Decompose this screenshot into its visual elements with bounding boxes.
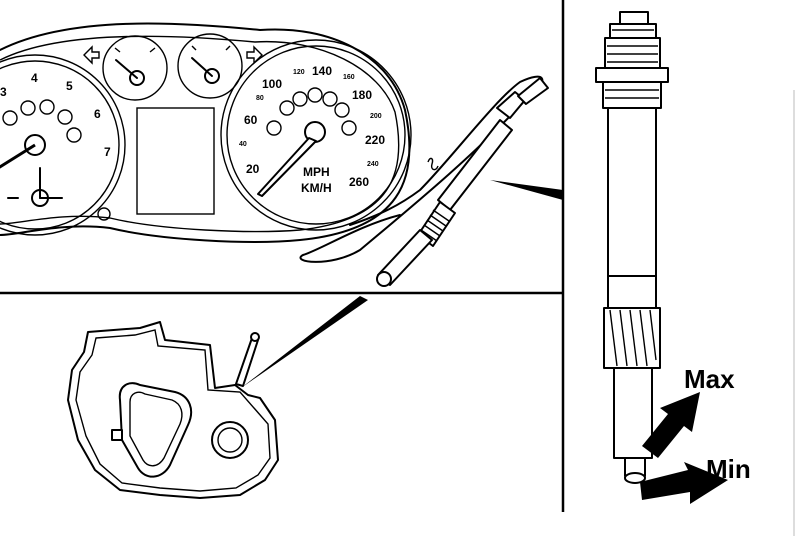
speedo-label-220: 220 bbox=[365, 133, 385, 147]
speedo-drive-pinion-small bbox=[235, 337, 259, 387]
tach-label-5: 5 bbox=[66, 79, 73, 93]
drive-pinion-magnified bbox=[595, 11, 669, 484]
speedo-unit-kmh: KM/H bbox=[301, 181, 332, 195]
left-turn-arrow-icon bbox=[83, 45, 100, 65]
transmission-housing bbox=[67, 321, 279, 499]
speedo-needle bbox=[257, 137, 317, 197]
speedo-label-60: 60 bbox=[244, 113, 258, 127]
speedo-label-180: 180 bbox=[352, 88, 372, 102]
speedometer-cable bbox=[299, 75, 544, 263]
right-turn-arrow-icon bbox=[246, 45, 263, 65]
speedo-label-100: 100 bbox=[262, 77, 282, 91]
trip-reset-knob bbox=[97, 207, 111, 221]
output-seal bbox=[211, 421, 249, 459]
speedo-label-260: 260 bbox=[349, 175, 369, 189]
tach-label-4: 4 bbox=[31, 71, 38, 85]
tach-label-3: 3 bbox=[0, 85, 7, 99]
max-label: Max bbox=[684, 364, 735, 394]
speedo-label-40: 40 bbox=[239, 141, 247, 148]
max-arrow-icon bbox=[642, 392, 700, 458]
tach-needle bbox=[0, 143, 36, 169]
min-label: Min bbox=[706, 454, 751, 484]
callout-arrows: Max Min bbox=[640, 364, 751, 504]
tach-label-7: 7 bbox=[104, 145, 111, 159]
speedo-label-200: 200 bbox=[370, 113, 382, 120]
tachometer: 3 4 5 6 7 bbox=[0, 54, 126, 236]
center-display bbox=[136, 107, 215, 215]
bellhousing-opening bbox=[118, 382, 193, 478]
speedo-label-20: 20 bbox=[246, 162, 260, 176]
oil-gauge bbox=[177, 33, 243, 99]
speedo-label-120: 120 bbox=[293, 69, 305, 76]
min-arrow-icon bbox=[640, 462, 728, 504]
speedo-label-140: 140 bbox=[312, 64, 332, 78]
pinion-gear-teeth bbox=[603, 307, 661, 369]
fuel-gauge bbox=[102, 35, 168, 101]
speedo-label-160: 160 bbox=[343, 74, 355, 81]
speedo-label-80: 80 bbox=[256, 95, 264, 102]
tach-label-6: 6 bbox=[94, 107, 101, 121]
speedometer: 20 40 60 80 100 120 140 160 180 200 220 … bbox=[220, 39, 412, 231]
instrument-cluster: 3 4 5 6 7 bbox=[0, 22, 412, 243]
speedo-label-240: 240 bbox=[367, 161, 379, 168]
drive-gear-assembly bbox=[376, 77, 549, 287]
speedo-unit-mph: MPH bbox=[303, 165, 330, 179]
tach-warning-lamps bbox=[2, 99, 82, 143]
speedo-warning-lamps bbox=[266, 87, 357, 136]
